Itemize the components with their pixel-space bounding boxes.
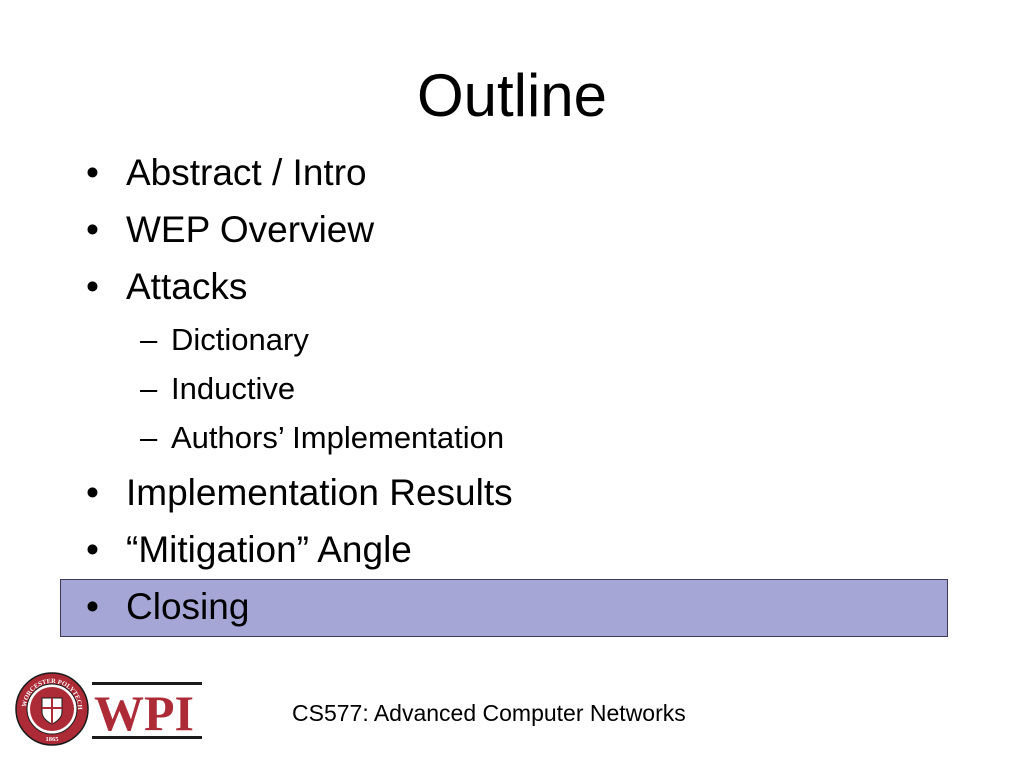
wpi-seal-icon: WORCESTER POLYTECHNIC INSTITUTE 1865: [14, 670, 89, 746]
sub-bullet-text: Authors’ Implementation: [171, 420, 505, 455]
bullet-marker: •: [86, 529, 99, 570]
bullet-marker: •: [86, 266, 99, 307]
svg-text:1865: 1865: [46, 736, 60, 743]
bullet-marker: •: [86, 472, 99, 513]
bullet-text: Abstract / Intro: [126, 152, 367, 193]
bullet-text: “Mitigation” Angle: [126, 529, 412, 570]
bullet-text: Implementation Results: [126, 472, 513, 513]
wpi-wordmark: WPI: [94, 685, 194, 741]
bullet-marker: •: [86, 586, 99, 627]
footer-course-name: CS577: Advanced Computer Networks: [292, 700, 686, 726]
bullet-marker: •: [86, 209, 99, 250]
current-section-highlight: [60, 579, 948, 637]
bullet-text: WEP Overview: [126, 209, 375, 250]
sub-bullet-text: Dictionary: [171, 322, 309, 357]
slide-title: Outline: [416, 62, 608, 129]
sub-bullet-marker: –: [140, 371, 158, 406]
bullet-text: Closing: [126, 586, 250, 627]
wpi-logo: WORCESTER POLYTECHNIC INSTITUTE 1865 WPI: [14, 670, 202, 746]
sub-bullet-marker: –: [140, 322, 158, 357]
bullet-marker: •: [86, 152, 99, 193]
sub-bullet-text: Inductive: [171, 371, 296, 406]
sub-bullet-marker: –: [140, 420, 158, 455]
bullet-text: Attacks: [126, 266, 248, 307]
